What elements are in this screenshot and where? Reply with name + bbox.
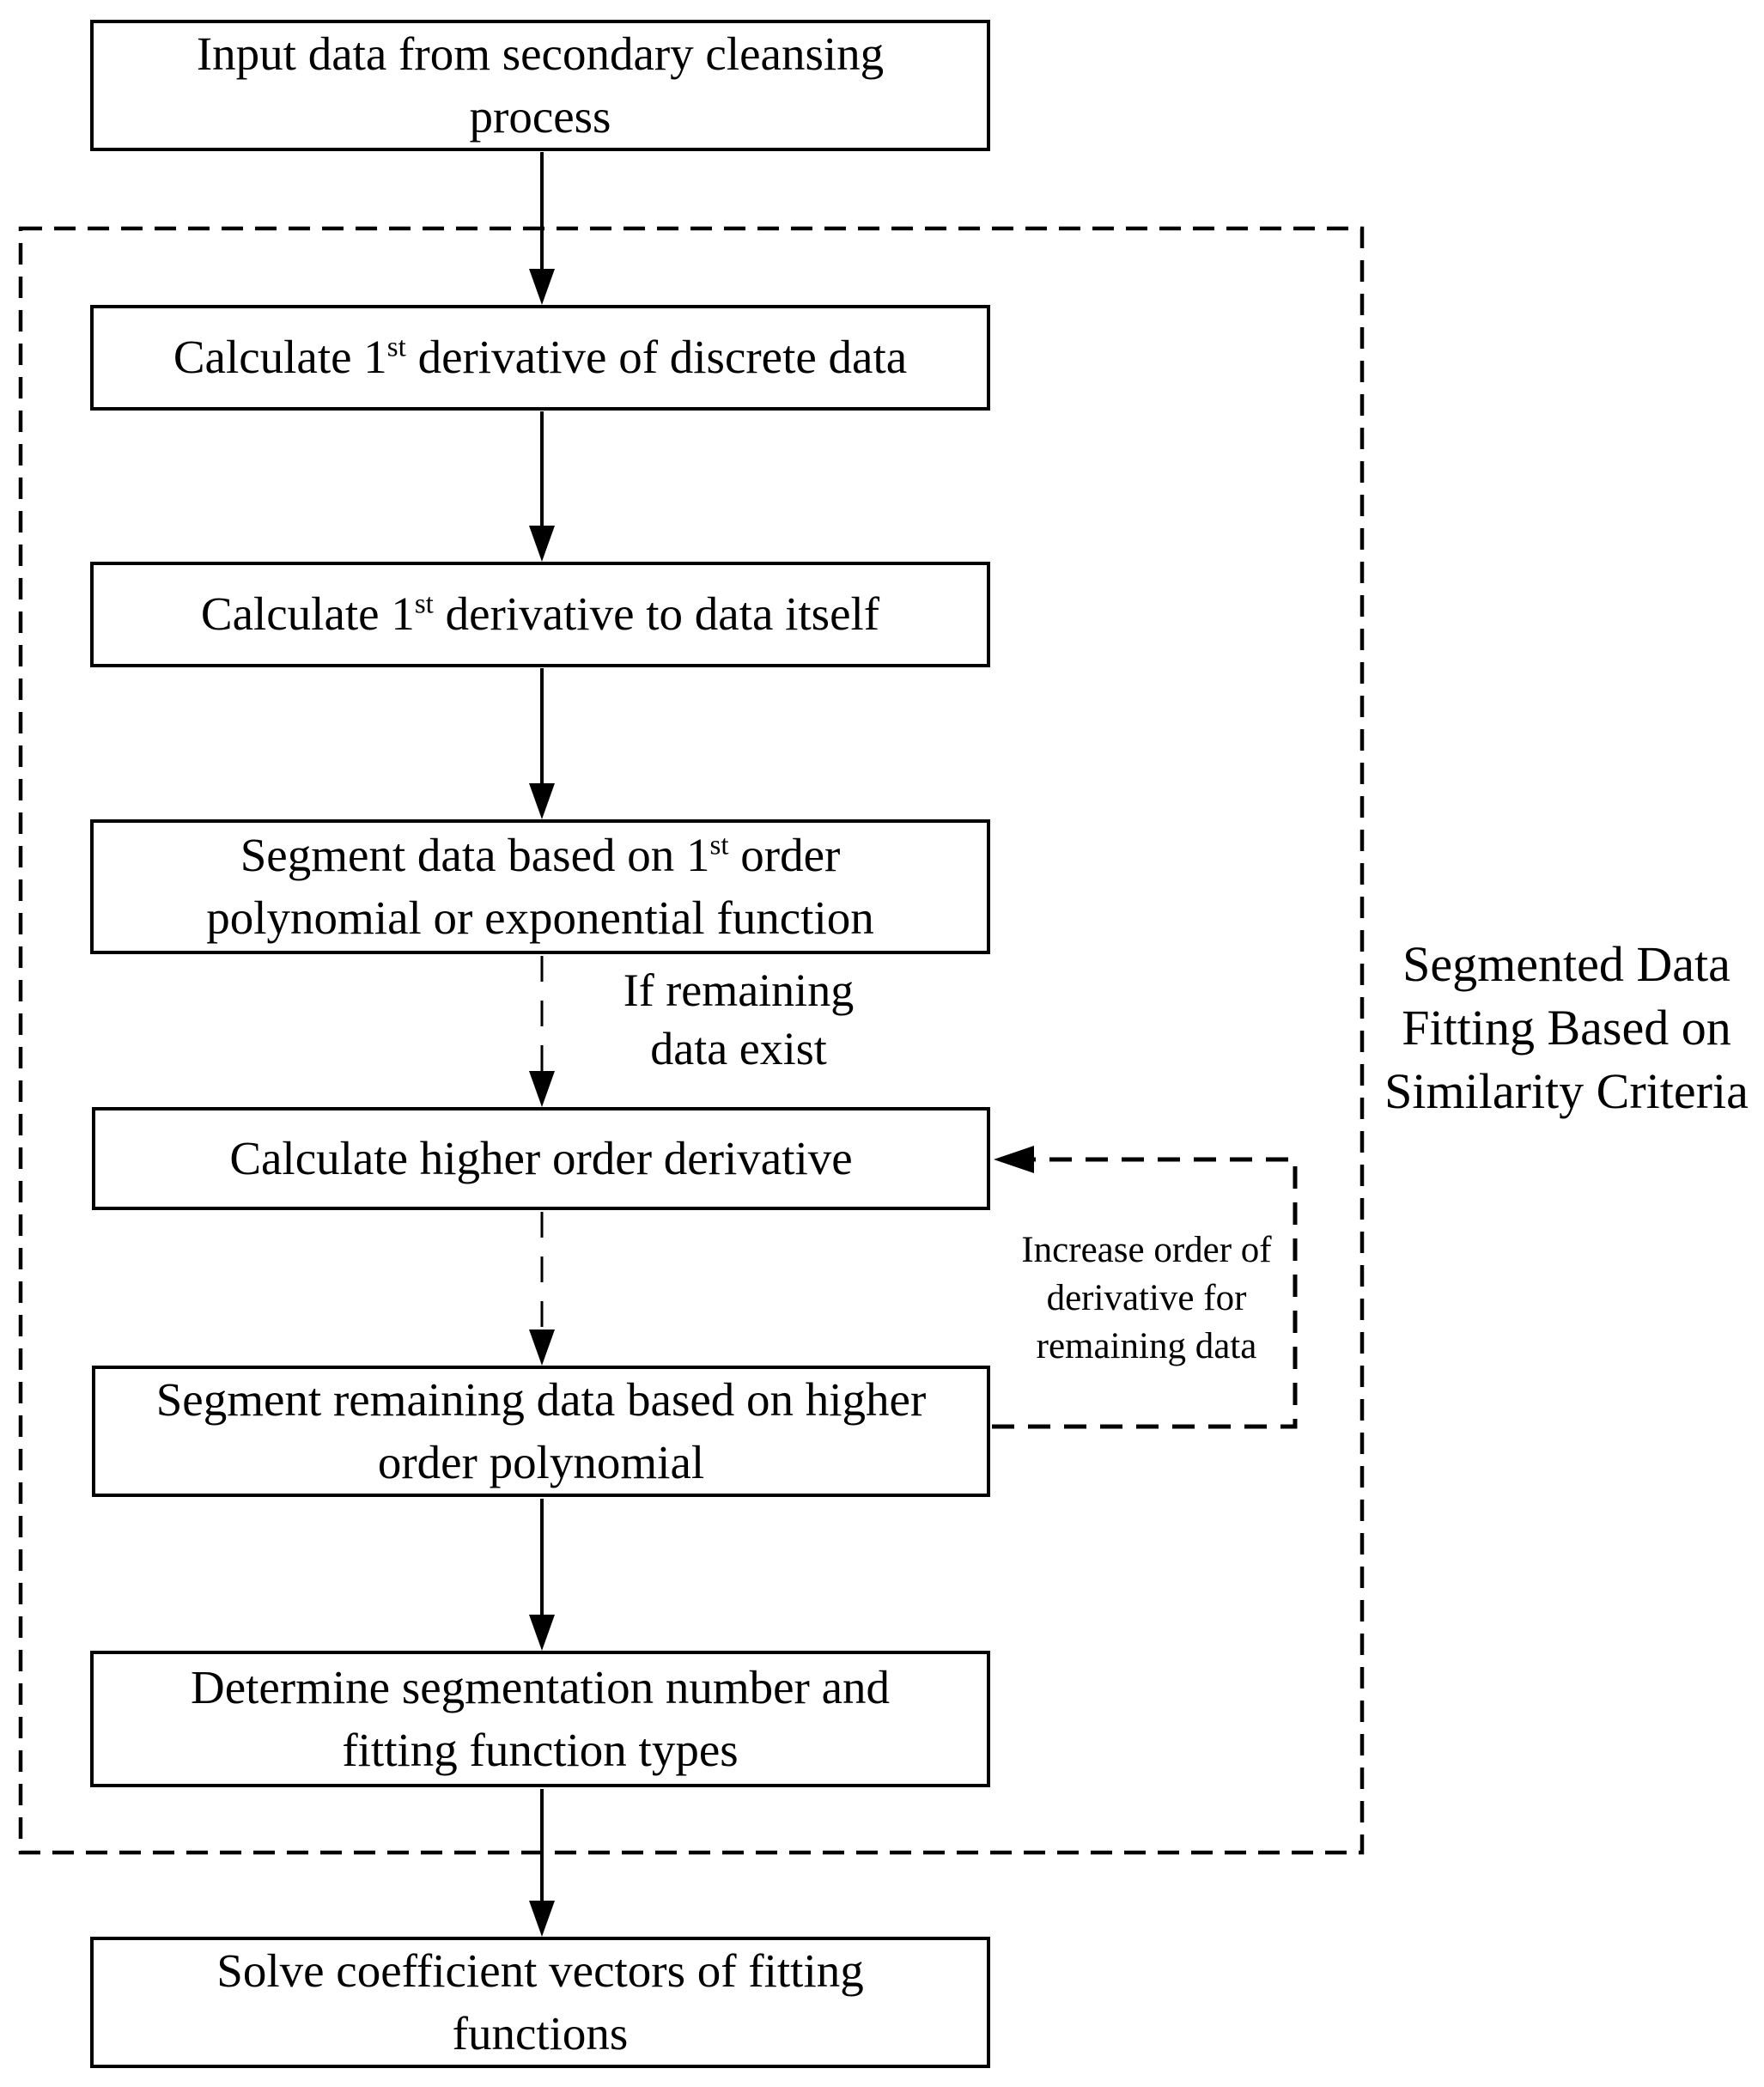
arrowhead bbox=[529, 1071, 555, 1107]
arrowhead bbox=[529, 1901, 555, 1937]
node-text-line: process bbox=[469, 89, 611, 143]
node-text-line: Input data from secondary cleansing bbox=[196, 27, 885, 80]
ordinal-superscript: st bbox=[386, 332, 406, 363]
feedback-loop-increase-order bbox=[992, 1146, 1298, 1429]
arrow-segment-higher-to-determine bbox=[529, 1499, 555, 1651]
node-solve-coefficients: Solve coefficient vectors of fitting fun… bbox=[90, 1937, 990, 2068]
node-calc-first-derivative: Calculate 1st derivative of discrete dat… bbox=[90, 305, 990, 411]
node-text-line: functions bbox=[452, 2006, 629, 2060]
node-text-line: polynomial or exponential function bbox=[206, 891, 874, 944]
node-text-line: order polynomial bbox=[377, 1435, 705, 1488]
node-segment-higher-order: Segment remaining data based on higher o… bbox=[92, 1366, 990, 1497]
group-label-line: Segmented Data bbox=[1402, 936, 1731, 992]
ordinal-superscript: st bbox=[414, 588, 434, 620]
arrow-calc-higher-to-segment-higher bbox=[529, 1212, 555, 1366]
arrowhead bbox=[529, 1329, 555, 1366]
edge-label-line: data exist bbox=[650, 1022, 827, 1074]
arrowhead bbox=[994, 1146, 1034, 1173]
group-label-line: Similarity Criteria bbox=[1384, 1063, 1749, 1120]
group-label-segmented-data-fitting: Segmented Data Fitting Based on Similari… bbox=[1372, 933, 1761, 1124]
arrow-calc-first-to-calc-data bbox=[529, 411, 555, 562]
node-input-data: Input data from secondary cleansing proc… bbox=[90, 20, 990, 151]
arrowhead bbox=[529, 269, 555, 305]
arrow-calc-data-to-segment-first bbox=[529, 668, 555, 819]
node-calc-first-derivative-data: Calculate 1st derivative to data itself bbox=[90, 562, 990, 667]
node-text-line: Determine segmentation number and bbox=[190, 1660, 891, 1713]
edge-label-line: derivative for bbox=[1046, 1277, 1247, 1318]
node-segment-first-order: Segment data based on 1st order polynomi… bbox=[90, 819, 990, 954]
arrow-segment-first-to-calc-higher bbox=[529, 956, 555, 1107]
arrowhead bbox=[529, 526, 555, 562]
arrow-input-to-calc-first bbox=[529, 152, 555, 305]
edge-label-if-remaining: If remaining data exist bbox=[571, 962, 906, 1078]
node-text-line: Calculate 1st derivative of discrete dat… bbox=[173, 331, 908, 384]
ordinal-superscript: st bbox=[709, 830, 729, 861]
node-text-line: Calculate higher order derivative bbox=[229, 1131, 853, 1184]
edge-label-increase-order: Increase order of derivative for remaini… bbox=[996, 1226, 1297, 1371]
node-text-line: Calculate 1st derivative to data itself bbox=[200, 587, 880, 641]
group-label-line: Fitting Based on bbox=[1402, 1000, 1731, 1056]
node-determine-segmentation: Determine segmentation number and fittin… bbox=[90, 1651, 990, 1787]
node-text-line: Segment remaining data based on higher bbox=[155, 1372, 927, 1426]
node-text-line: Solve coefficient vectors of fitting bbox=[216, 1944, 864, 1997]
node-text-line: Segment data based on 1st order bbox=[240, 828, 841, 881]
edge-label-line: If remaining bbox=[623, 964, 855, 1016]
arrowhead bbox=[529, 783, 555, 819]
arrowhead bbox=[529, 1615, 555, 1651]
edge-label-line: Increase order of bbox=[1021, 1230, 1272, 1270]
node-text-line: fitting function types bbox=[342, 1723, 739, 1776]
node-calc-higher-order: Calculate higher order derivative bbox=[92, 1107, 990, 1210]
arrow-determine-to-solve bbox=[529, 1789, 555, 1937]
similarity-group-boundary bbox=[18, 226, 1365, 1855]
edge-label-line: remaining data bbox=[1036, 1325, 1257, 1366]
